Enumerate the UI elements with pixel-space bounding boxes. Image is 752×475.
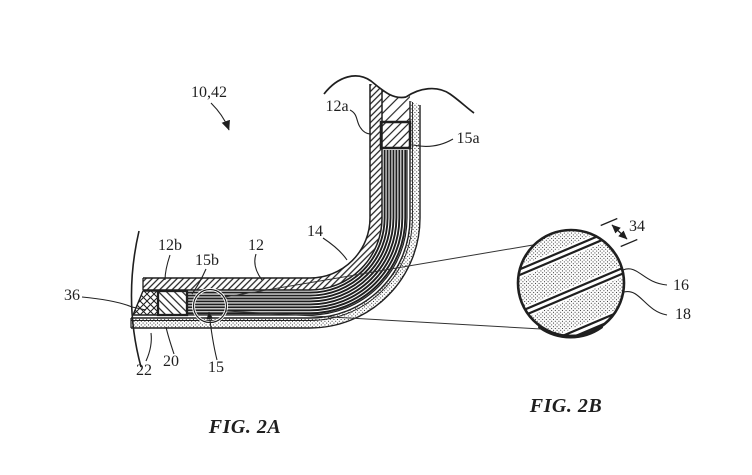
lens-ply-line <box>518 231 621 285</box>
top-break-mask <box>324 38 474 113</box>
leader-12b <box>164 254 171 281</box>
ref-label-18: 18 <box>675 306 691 323</box>
ply-line <box>187 150 395 303</box>
lens-ply-line <box>528 298 624 336</box>
leader-15b <box>191 268 207 295</box>
lens-ply-line <box>518 262 624 316</box>
ply-line <box>187 150 398 306</box>
lens-ply-line <box>530 303 624 336</box>
ref-label-15: 15 <box>208 359 224 376</box>
projection-line-top <box>224 244 534 298</box>
leader-18 <box>623 291 668 316</box>
ply-boundary-line <box>187 150 408 316</box>
ply-line <box>187 150 386 294</box>
leader-15a <box>412 138 454 147</box>
ref-label-16: 16 <box>673 277 689 294</box>
caption-fig2a: FIG. 2A <box>208 416 281 438</box>
dim-tick-upper <box>600 217 618 227</box>
ply-line <box>187 150 401 309</box>
lens-ply-line <box>518 267 624 321</box>
lens-outline-shading <box>538 325 603 339</box>
ref-label-15a: 15a <box>456 130 479 147</box>
dim-tick-lower <box>620 238 638 248</box>
fig2b-detail-view <box>516 217 638 339</box>
dimension-34 <box>600 217 638 248</box>
top-break-curve-right <box>405 87 475 114</box>
outer-layer-mid-line <box>131 102 413 321</box>
outer-layer-bottom-line <box>131 105 421 329</box>
ref-label-12: 12 <box>248 237 264 254</box>
inner-surface-line <box>143 84 371 279</box>
leader-14 <box>322 237 348 261</box>
ply-line <box>187 150 407 315</box>
reference-labels: 10,42 12a 15a 12 12b 15b 14 36 22 20 15 … <box>64 84 691 379</box>
leader-12a <box>349 109 372 135</box>
ref-label-36: 36 <box>64 287 80 304</box>
top-break-curve-left <box>323 75 407 99</box>
leader-lines <box>81 102 668 362</box>
leader-22 <box>145 332 152 362</box>
leader-16 <box>622 268 668 286</box>
block-15a <box>379 120 412 150</box>
left-break-curve <box>130 230 142 368</box>
laminate-plies <box>187 150 407 315</box>
end-wedge-36 <box>131 290 159 316</box>
ref-label-22: 22 <box>136 362 152 379</box>
caption-fig2b: FIG. 2B <box>529 395 602 417</box>
leader-10-42-arrow <box>210 102 230 131</box>
ref-label-20: 20 <box>163 353 179 370</box>
ref-label-12a: 12a <box>325 98 348 115</box>
ref-label-15b: 15b <box>195 252 219 269</box>
ref-label-34: 34 <box>629 218 645 235</box>
leader-15 <box>206 311 218 361</box>
leader-36 <box>81 296 147 311</box>
leader-12 <box>254 253 263 281</box>
inner-skin-layer <box>143 84 382 290</box>
ply-line <box>187 150 404 312</box>
figure-captions: FIG. 2A FIG. 2B <box>208 395 602 438</box>
projection-line-bottom <box>225 310 542 330</box>
ref-label-14: 14 <box>307 223 323 240</box>
ref-label-10-42: 10,42 <box>191 84 227 101</box>
ply-line <box>187 150 392 300</box>
block-15b <box>156 289 189 317</box>
skin-outer-line <box>143 86 383 291</box>
ply-line <box>187 150 389 297</box>
ref-label-12b: 12b <box>158 237 182 254</box>
fig2a-elbow-cross-section <box>130 38 475 368</box>
leader-20 <box>165 326 175 355</box>
